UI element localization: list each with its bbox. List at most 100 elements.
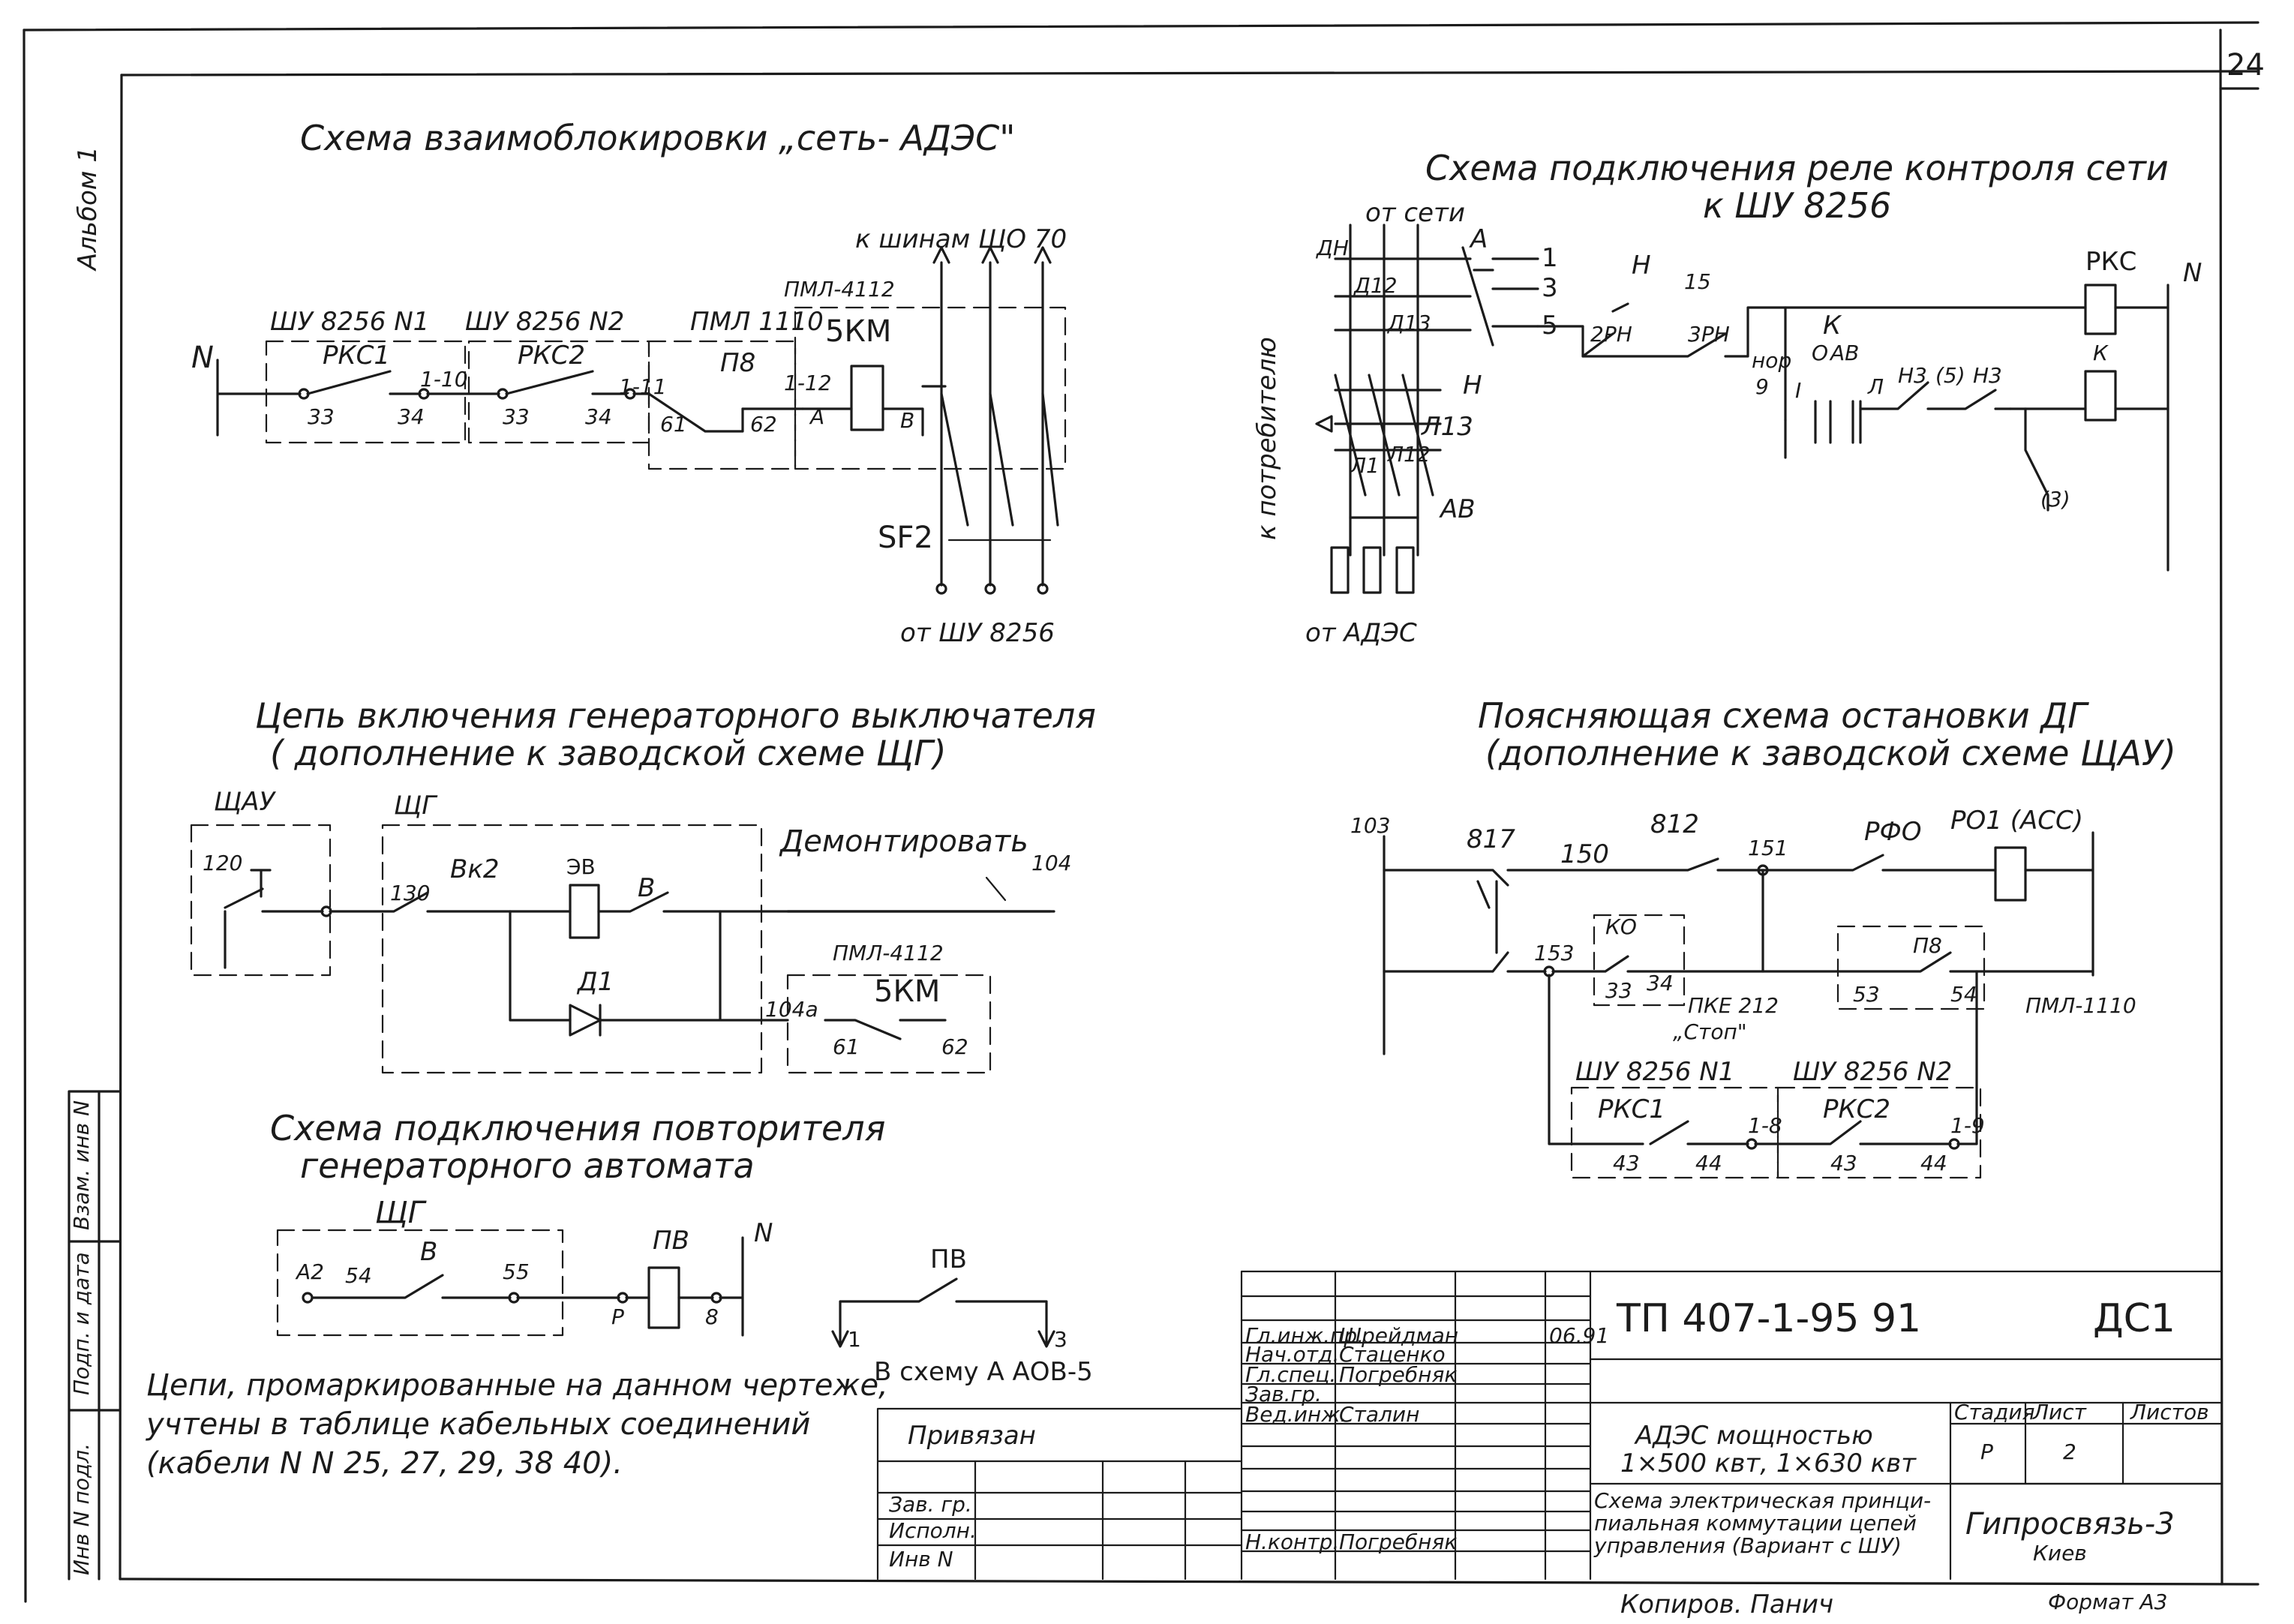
stop-p8: П8 <box>1913 933 1942 958</box>
stop-po1: РО1 (АСС) <box>1950 806 2083 836</box>
tb-role-3: Гл.спец. <box>1245 1362 1336 1387</box>
stop-n817: 817 <box>1467 824 1515 854</box>
repeater-N: N <box>754 1218 773 1248</box>
interlock-box3: ПМЛ 1110 <box>690 307 824 337</box>
repeater-a2: А2 <box>295 1259 324 1284</box>
stop-n43b: 43 <box>1830 1151 1857 1175</box>
stop-n33: 33 <box>1605 978 1632 1003</box>
tb-org-2: Киев <box>2033 1541 2087 1565</box>
relay-dn: ДН <box>1315 236 1349 260</box>
interlock-sf2: SF2 <box>878 521 933 555</box>
relay-l: Л <box>1867 374 1884 399</box>
tb-name-5: Сталин <box>1339 1402 1419 1427</box>
relay-d13: Д13 <box>1386 311 1431 335</box>
repeater-to-scheme: В схему А АОВ-5 <box>874 1357 1093 1387</box>
interlock-pks1: РКС1 <box>323 341 390 371</box>
tb-sheet: 2 <box>2063 1439 2076 1464</box>
interlock-from: от ШУ 8256 <box>900 618 1055 648</box>
repeater-shg: ЩГ <box>375 1196 427 1230</box>
stop-pks1: РКС1 <box>1598 1094 1665 1124</box>
relay-o: О <box>1812 341 1828 365</box>
relay-from-net: от сети <box>1365 198 1465 228</box>
interlock-A: А <box>809 404 824 429</box>
repeater-n54: 54 <box>345 1263 372 1288</box>
relay-l12: Л12 <box>1387 442 1431 467</box>
gen-km: 5КМ <box>874 974 940 1009</box>
stop-n103: 103 <box>1350 813 1390 838</box>
interlock-N: N <box>191 341 214 375</box>
relay-scheme <box>1315 224 2169 594</box>
interlock-box1: ШУ 8256 N1 <box>270 307 429 337</box>
stop-pml: ПМЛ-1110 <box>2025 993 2136 1018</box>
note-line-3: (кабели N N 25, 27, 29, 38 40). <box>146 1446 623 1481</box>
relay-K: К <box>1823 311 1842 341</box>
stop-pke: ПКЕ 212 <box>1688 993 1779 1018</box>
relay-AB: АВ <box>1439 494 1476 524</box>
tb-sheet-head: Лист <box>2032 1400 2087 1424</box>
side-inv-label: Инв N подл. <box>69 1443 94 1575</box>
gen-demount: Демонтировать <box>779 824 1028 859</box>
stop-stop: „Стоп" <box>1673 1019 1747 1044</box>
stop-n44a: 44 <box>1695 1151 1722 1175</box>
relay-title: Схема подключения реле контроля сети <box>1425 148 2169 188</box>
relay-pkc: РКС <box>2085 247 2136 277</box>
gen-n120: 120 <box>203 851 242 875</box>
stop-n34: 34 <box>1647 971 1674 995</box>
tb-role-7: Н.контр. <box>1245 1529 1339 1554</box>
stop-ko: КО <box>1605 914 1637 939</box>
tb-sheets-head: Листов <box>2130 1400 2209 1424</box>
gen-n62: 62 <box>941 1034 968 1059</box>
gen-d1: Д1 <box>576 967 614 997</box>
interlock-n112: 1-12 <box>784 371 832 395</box>
tb-drawing-3: управления (Вариант с ШУ) <box>1593 1533 1902 1558</box>
tb-org-1: Гипросвязь-3 <box>1965 1507 2175 1541</box>
relay-h3a: Н3 <box>1898 363 1927 388</box>
tb-name-1: Шрейдман <box>1339 1323 1458 1348</box>
tb-drawing-2: пиальная коммутации цепей <box>1594 1511 1917 1535</box>
relay-A: А <box>1469 224 1488 254</box>
relay-c3: (3) <box>2040 487 2070 512</box>
gen-shau: ЩАУ <box>214 787 276 817</box>
relay-n9: 9 <box>1755 374 1769 399</box>
tb-date: 06.91 <box>1549 1323 1609 1348</box>
repeater-P: Р <box>611 1304 624 1329</box>
interlock-box4: ПМЛ-4112 <box>784 277 895 302</box>
relay-H: Н <box>1463 371 1482 401</box>
interlock-n34a: 34 <box>398 404 425 429</box>
interlock-n33a: 33 <box>308 404 335 429</box>
gen-shg: ЩГ <box>394 791 438 821</box>
interlock-scheme <box>216 246 1067 595</box>
relay-n3: 3 <box>1542 273 1558 303</box>
tb-object-1: АДЭС мощностью <box>1634 1421 1873 1451</box>
album-label: Альбом 1 <box>73 146 103 272</box>
stop-subtitle: (дополнение к заводской схеме ЩАУ) <box>1485 733 2176 773</box>
gen-title: Цепь включения генераторного выключателя <box>255 695 1096 736</box>
side-replace-label: Взам. инв N <box>69 1100 94 1230</box>
stop-shu1: ШУ 8256 N1 <box>1575 1057 1734 1087</box>
stop-scheme <box>1383 831 2094 1179</box>
repeater-scheme <box>276 1229 1055 1348</box>
relay-N: N <box>2183 258 2202 288</box>
relay-n1: 1 <box>1542 243 1558 273</box>
stop-pfo: РФО <box>1864 817 1922 847</box>
stop-n150: 150 <box>1560 839 1609 869</box>
repeater-n8: 8 <box>705 1304 719 1329</box>
relay-nor: нор <box>1752 348 1791 373</box>
gen-scheme <box>190 824 1055 1074</box>
gen-vk2: Вк2 <box>450 854 500 884</box>
interlock-bus: к шинам ЩО 70 <box>855 224 1067 254</box>
interlock-n34b: 34 <box>585 404 612 429</box>
stop-n18: 1-8 <box>1748 1113 1782 1138</box>
tb-left-row-1: Зав. гр. <box>889 1492 972 1517</box>
interlock-title: Схема взаимоблокировки „сеть- АДЭС" <box>300 118 1015 158</box>
gen-n61: 61 <box>833 1034 860 1059</box>
tb-role-4: Зав.гр. <box>1245 1382 1322 1406</box>
stop-pks2: РКС2 <box>1823 1094 1890 1124</box>
relay-l1: Л1 <box>1350 453 1380 478</box>
tb-left-row-2: Исполн. <box>889 1518 977 1543</box>
tb-name-3: Погребняк <box>1339 1362 1457 1387</box>
interlock-n61: 61 <box>660 412 687 437</box>
interlock-n62: 62 <box>750 412 777 437</box>
stop-n44b: 44 <box>1920 1151 1947 1175</box>
stop-title: Поясняющая схема остановки ДГ <box>1478 695 2089 736</box>
